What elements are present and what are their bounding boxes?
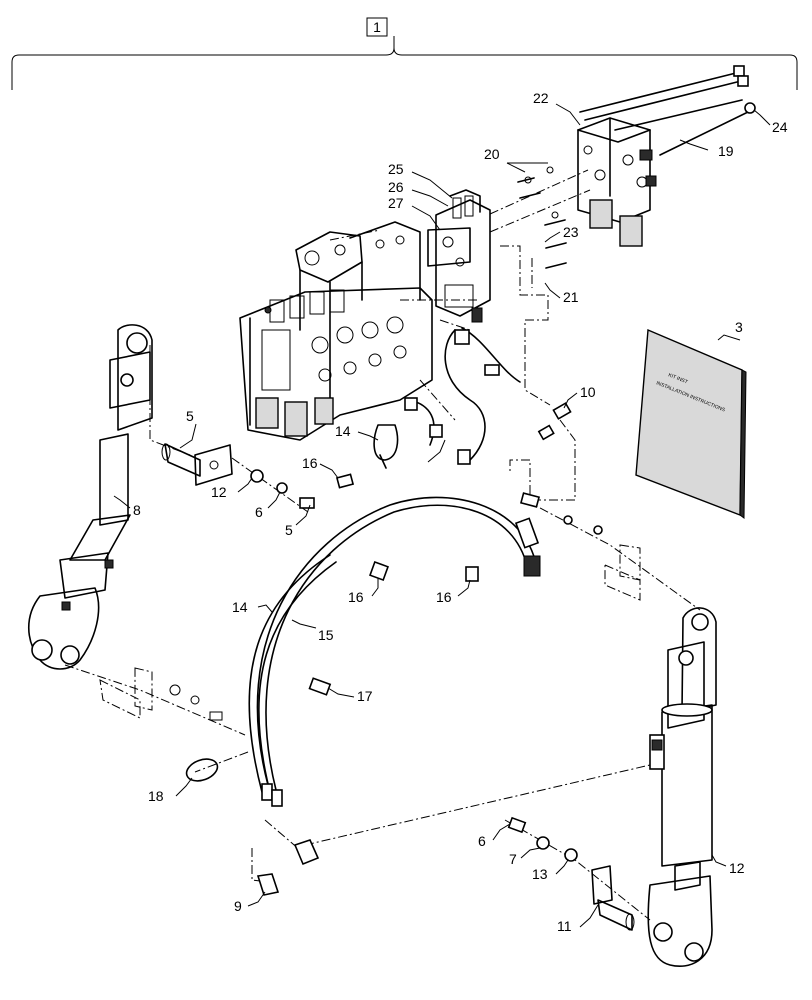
callout-17: 18 (148, 788, 164, 804)
callout-9: 10 (580, 384, 596, 400)
callout-6-lower: 7 (509, 851, 517, 867)
callout-3: 5 (186, 408, 194, 424)
small-bolts (517, 166, 567, 269)
hardware-upper (250, 469, 315, 509)
callout-14-right: 15 (318, 627, 334, 643)
callout-13: 14 (335, 423, 351, 439)
callout-16-left: 16 (348, 589, 364, 605)
callout-20: 21 (563, 289, 579, 305)
callout-21: 22 (533, 90, 549, 106)
tie-strap (185, 758, 219, 782)
callout-15: 16 (302, 455, 318, 471)
callout-2: 3 (735, 319, 743, 335)
fittings-top (335, 402, 603, 535)
section-valve (427, 189, 491, 323)
wiring-harness (404, 327, 521, 465)
top-link-left (28, 324, 153, 670)
valve-stack (239, 221, 433, 441)
callout-16-lower: 17 (357, 688, 373, 704)
callout-8: 9 (234, 898, 242, 914)
hoses (248, 496, 541, 807)
callout-11: 12 (729, 860, 745, 876)
callout-14-left: 14 (232, 599, 248, 615)
callout-19: 20 (484, 146, 500, 162)
callout-23: 24 (772, 119, 788, 135)
hardware-lower (507, 816, 578, 862)
callout-24: 25 (388, 161, 404, 177)
pin-upper-left (161, 443, 233, 486)
pin-upper-right (604, 544, 641, 601)
long-bolts (579, 65, 756, 156)
callout-22: 23 (563, 224, 579, 240)
callout-26: 27 (388, 195, 404, 211)
callout-7: 8 (133, 502, 141, 518)
callout-12-lower: 13 (532, 866, 548, 882)
hose-tags (308, 561, 479, 696)
callout-16-middle: 16 (436, 589, 452, 605)
callout-1: 1 (373, 19, 381, 35)
instruction-book: KIT INST INSTALLATION INSTRUCTIONS (635, 328, 747, 519)
callout-25: 26 (388, 179, 404, 195)
callout-5-lower: 6 (478, 833, 486, 849)
callouts: 3 5 5 6 6 7 8 9 10 11 12 12 13 14 14 15 (113, 90, 788, 934)
elbow-fittings (256, 839, 320, 896)
pin-lower-right (591, 865, 635, 931)
manifold-block (577, 117, 657, 247)
kit-bracket: 1 (11, 17, 798, 90)
hydraulic-cylinder (647, 607, 717, 967)
callout-6-upper: 6 (255, 504, 263, 520)
callout-12-upper: 12 (211, 484, 227, 500)
assembly-lines (64, 169, 701, 921)
clamp (373, 424, 399, 469)
pin-lower-left (99, 667, 223, 721)
callout-18: 19 (718, 143, 734, 159)
callout-5-upper: 5 (285, 522, 293, 538)
callout-10: 11 (557, 918, 572, 934)
